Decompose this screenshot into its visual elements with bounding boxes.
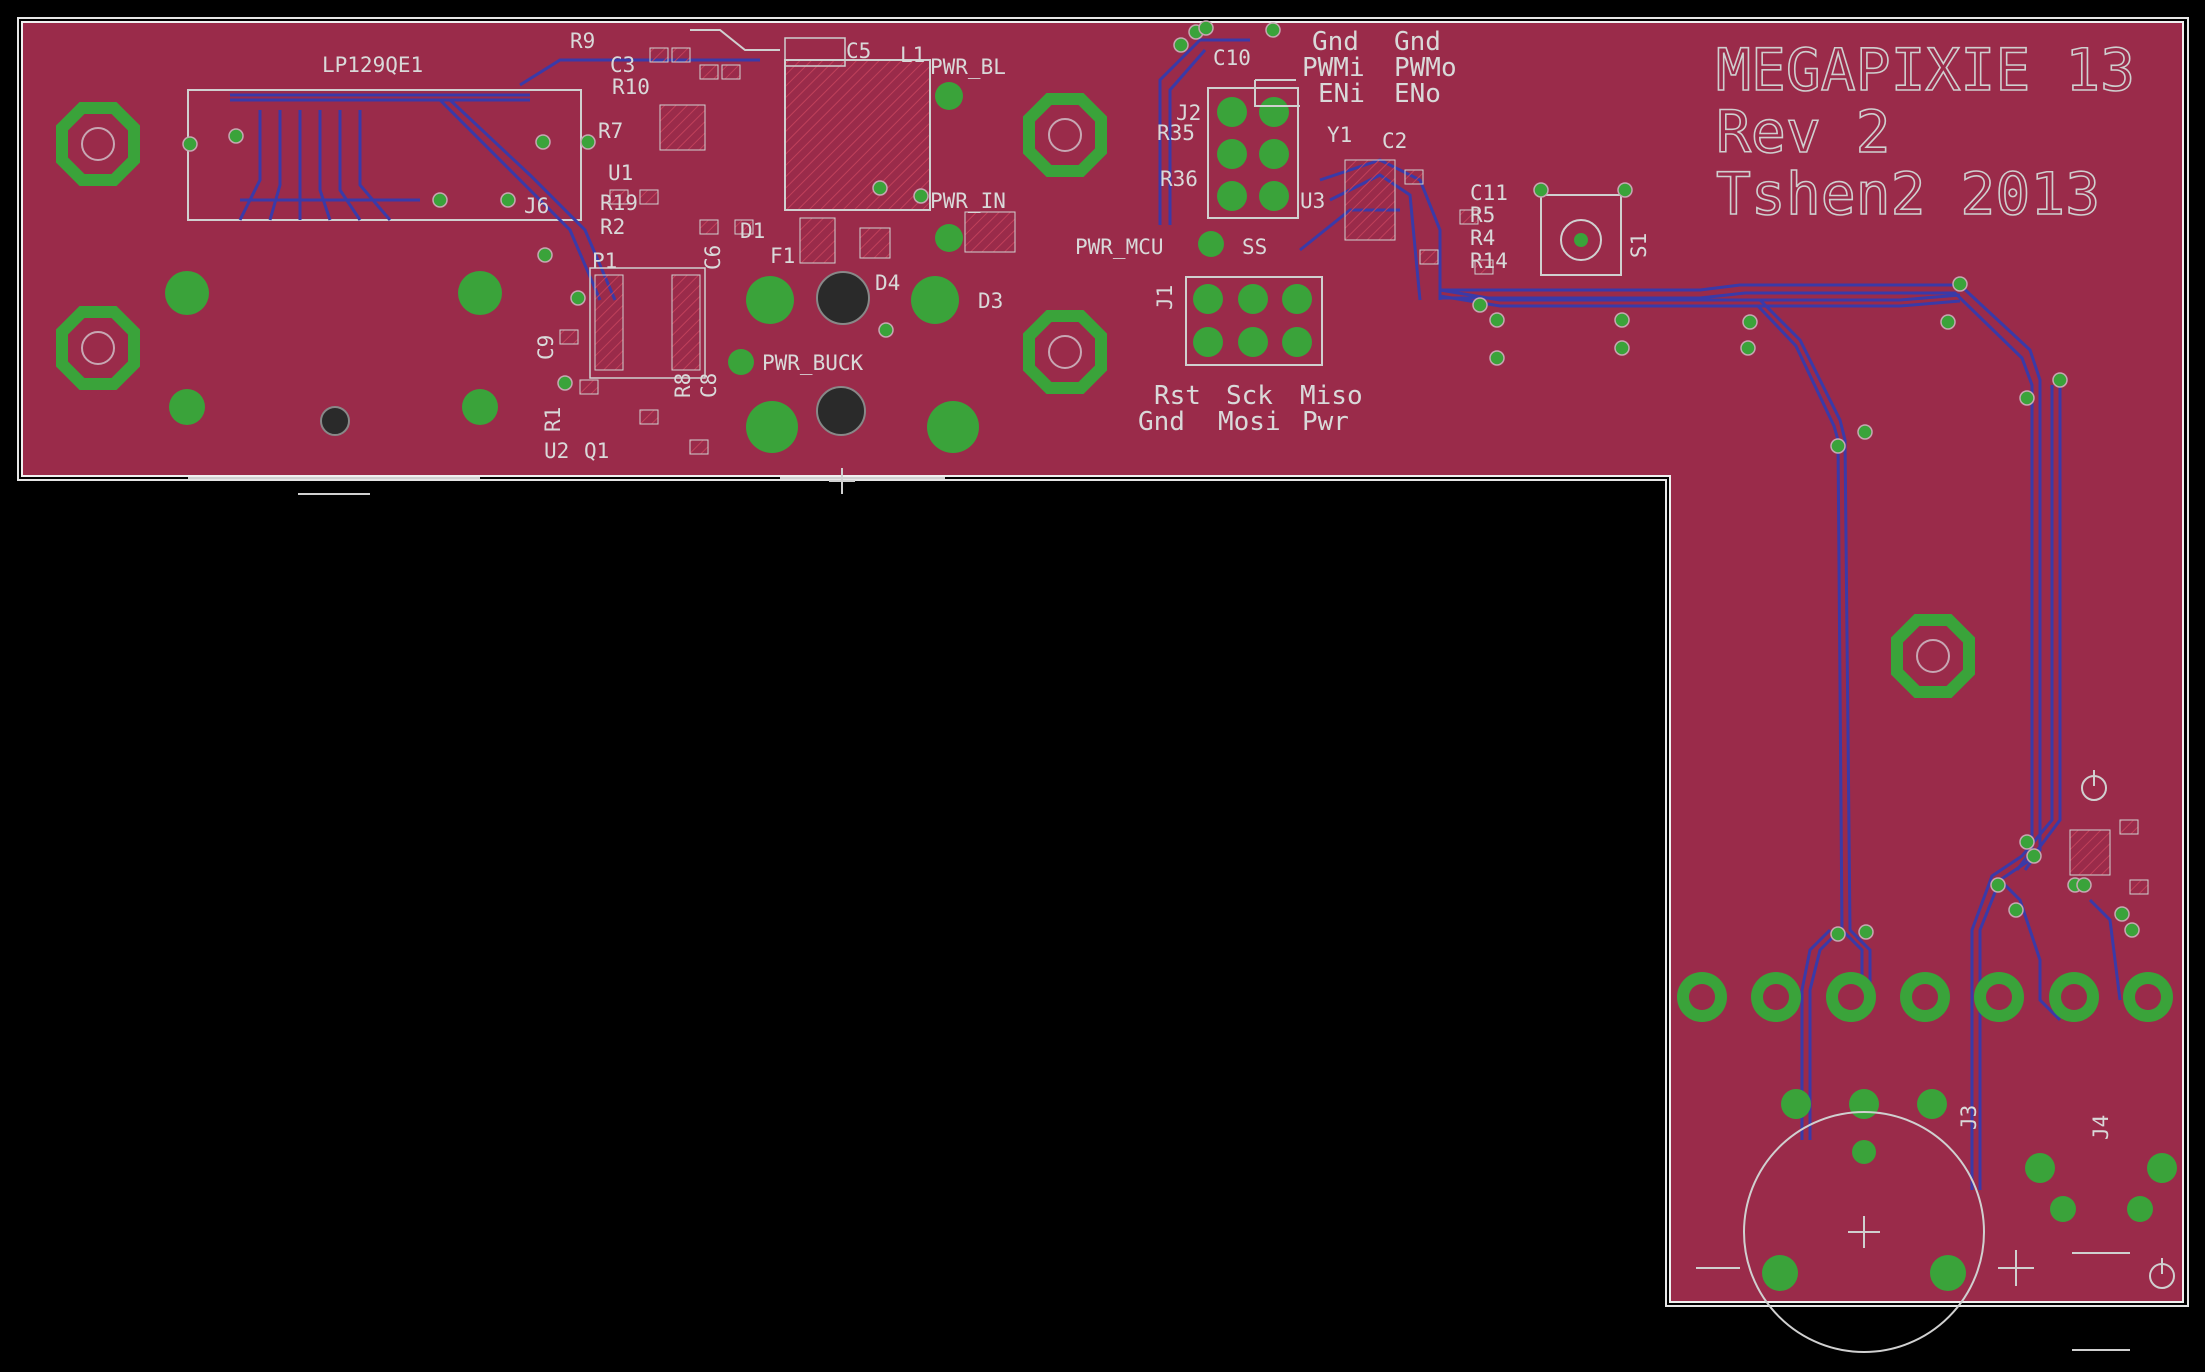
board-outline <box>17 17 2189 1307</box>
label-lp129qe1: LP129QE1 <box>322 53 423 77</box>
label-p1: P1 <box>592 249 617 273</box>
header-j1-outline <box>1185 276 1323 366</box>
label-gnd-in: Gnd <box>1312 27 1359 57</box>
label-j6: J6 <box>524 194 549 218</box>
connector-j3-pads <box>1762 1089 1966 1291</box>
label-pwr-buck: PWR_BUCK <box>762 351 864 375</box>
label-u1: U1 <box>608 161 633 185</box>
label-q1: Q1 <box>584 439 609 463</box>
label-y1: Y1 <box>1327 123 1352 147</box>
label-r8: R8 <box>671 373 695 398</box>
through-hole-pads <box>165 82 1224 453</box>
inductor-l1 <box>784 59 931 211</box>
label-c3: C3 <box>610 53 635 77</box>
board-author: Tshen2 2013 <box>1716 160 2100 228</box>
label-pwr-mcu: PWR_MCU <box>1075 235 1164 259</box>
label-rst: Rst <box>1154 381 1201 411</box>
vias <box>182 20 2140 942</box>
label-j3: J3 <box>1957 1105 1981 1130</box>
mounting-holes <box>56 93 1975 698</box>
label-eno: ENo <box>1394 79 1441 109</box>
label-r5: R5 <box>1470 203 1495 227</box>
label-s1: S1 <box>1627 233 1651 258</box>
connector-j3-outline <box>1743 1111 1985 1353</box>
label-r9: R9 <box>570 29 595 53</box>
lcd-connector-outline <box>187 89 582 221</box>
label-f1: F1 <box>770 244 795 268</box>
label-j4: J4 <box>2089 1115 2113 1140</box>
capacitor-c5-outline <box>784 37 846 67</box>
label-c11: C11 <box>1470 181 1508 205</box>
label-pwr-bl: PWR_BL <box>930 55 1006 79</box>
label-mosi: Mosi <box>1218 407 1281 437</box>
lcd-connector-pins <box>230 93 530 202</box>
lcd-fanout-traces <box>238 58 760 301</box>
label-eni: ENi <box>1318 79 1365 109</box>
label-c9: C9 <box>534 335 558 360</box>
diode-d3 <box>964 211 1016 253</box>
fuse-f1 <box>799 217 836 264</box>
label-d3: D3 <box>978 289 1003 313</box>
label-c6: C6 <box>701 245 725 270</box>
label-d1: D1 <box>740 219 765 243</box>
label-r1: R1 <box>541 407 565 432</box>
label-r14: R14 <box>1470 249 1508 273</box>
label-pwmo: PWMo <box>1394 53 1457 83</box>
header-j1-pins <box>1193 284 1312 357</box>
label-miso: Miso <box>1300 381 1363 411</box>
label-l1: L1 <box>900 43 925 67</box>
label-gnd-out: Gnd <box>1394 27 1441 57</box>
label-d4: D4 <box>875 271 900 295</box>
label-c5: C5 <box>846 39 871 63</box>
label-c2: C2 <box>1382 129 1407 153</box>
board-revision: Rev 2 <box>1716 98 1891 166</box>
label-c10: C10 <box>1213 46 1251 70</box>
p1-outline <box>589 267 706 379</box>
label-pwr-in: PWR_IN <box>930 189 1006 213</box>
header-j2-outline <box>1207 87 1299 219</box>
label-pwr-isp: Pwr <box>1302 407 1349 437</box>
label-gnd-isp: Gnd <box>1138 407 1185 437</box>
label-r7: R7 <box>598 119 623 143</box>
label-u3: U3 <box>1300 189 1325 213</box>
header-j2-pins <box>1217 97 1289 211</box>
connector-j4-pads <box>2025 1153 2177 1222</box>
label-r4: R4 <box>1470 226 1495 250</box>
label-r19: R19 <box>600 191 638 215</box>
board-title: MEGAPIXIE 13 <box>1716 36 2135 104</box>
smd-pads <box>559 47 2149 895</box>
label-pwmi: PWMi <box>1302 53 1365 83</box>
silkscreen-markers <box>188 29 2175 1351</box>
label-r35: R35 <box>1157 121 1195 145</box>
label-sck: Sck <box>1226 381 1273 411</box>
label-r36: R36 <box>1160 167 1198 191</box>
label-c8: C8 <box>697 373 721 398</box>
switch-s1-outline <box>1540 194 1622 276</box>
label-ss: SS <box>1242 235 1267 259</box>
label-j1: J1 <box>1153 285 1177 310</box>
label-j2: J2 <box>1176 101 1201 125</box>
label-u2: U2 <box>544 439 569 463</box>
label-r2x: R2 <box>600 215 625 239</box>
label-r10: R10 <box>612 75 650 99</box>
